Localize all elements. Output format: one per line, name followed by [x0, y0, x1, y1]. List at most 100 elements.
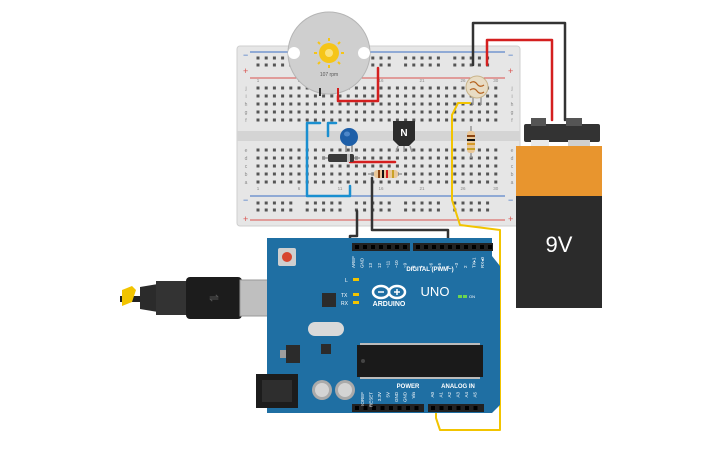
breadboard-hole[interactable]: [428, 102, 432, 106]
breadboard-hole[interactable]: [363, 180, 367, 184]
breadboard-hole[interactable]: [486, 110, 490, 114]
breadboard-hole[interactable]: [256, 86, 260, 90]
rail-hole[interactable]: [313, 208, 317, 212]
rail-hole[interactable]: [256, 201, 260, 205]
rail-hole[interactable]: [379, 208, 383, 212]
rail-hole[interactable]: [289, 201, 293, 205]
header-hole[interactable]: [403, 245, 407, 249]
breadboard-hole[interactable]: [330, 118, 334, 122]
breadboard-hole[interactable]: [330, 94, 334, 98]
breadboard-hole[interactable]: [272, 148, 276, 152]
breadboard-hole[interactable]: [420, 156, 424, 160]
breadboard-hole[interactable]: [256, 102, 260, 106]
breadboard-hole[interactable]: [461, 164, 465, 168]
breadboard-hole[interactable]: [371, 102, 375, 106]
breadboard-hole[interactable]: [272, 86, 276, 90]
breadboard-hole[interactable]: [281, 110, 285, 114]
rail-hole[interactable]: [428, 63, 432, 67]
wire-black-battery[interactable]: [471, 21, 567, 122]
breadboard-hole[interactable]: [354, 118, 358, 122]
breadboard-hole[interactable]: [371, 148, 375, 152]
rail-hole[interactable]: [469, 56, 473, 60]
rail-hole[interactable]: [420, 63, 424, 67]
breadboard-hole[interactable]: [420, 110, 424, 114]
resistor-horizontal[interactable]: [368, 170, 402, 178]
breadboard-hole[interactable]: [453, 94, 457, 98]
breadboard-hole[interactable]: [346, 148, 350, 152]
breadboard-hole[interactable]: [387, 94, 391, 98]
breadboard-hole[interactable]: [354, 94, 358, 98]
breadboard-hole[interactable]: [445, 180, 449, 184]
breadboard-hole[interactable]: [272, 94, 276, 98]
breadboard-hole[interactable]: [354, 148, 358, 152]
breadboard-hole[interactable]: [420, 102, 424, 106]
breadboard-hole[interactable]: [363, 118, 367, 122]
diode[interactable]: [322, 154, 360, 162]
breadboard-hole[interactable]: [453, 148, 457, 152]
breadboard-hole[interactable]: [453, 86, 457, 90]
breadboard-hole[interactable]: [445, 118, 449, 122]
breadboard-hole[interactable]: [338, 164, 342, 168]
breadboard-hole[interactable]: [346, 102, 350, 106]
breadboard-hole[interactable]: [272, 172, 276, 176]
header-hole[interactable]: [416, 245, 420, 249]
breadboard-hole[interactable]: [371, 110, 375, 114]
breadboard-hole[interactable]: [387, 86, 391, 90]
header-hole[interactable]: [480, 245, 484, 249]
breadboard-hole[interactable]: [395, 180, 399, 184]
rail-hole[interactable]: [461, 201, 465, 205]
breadboard-hole[interactable]: [379, 180, 383, 184]
rail-hole[interactable]: [338, 201, 342, 205]
breadboard-hole[interactable]: [289, 86, 293, 90]
rail-hole[interactable]: [281, 208, 285, 212]
breadboard-hole[interactable]: [297, 148, 301, 152]
breadboard-hole[interactable]: [379, 148, 383, 152]
rail-hole[interactable]: [281, 56, 285, 60]
breadboard-hole[interactable]: [346, 110, 350, 114]
breadboard-hole[interactable]: [494, 102, 498, 106]
breadboard-hole[interactable]: [322, 102, 326, 106]
breadboard-hole[interactable]: [264, 94, 268, 98]
breadboard-hole[interactable]: [494, 156, 498, 160]
breadboard-hole[interactable]: [264, 110, 268, 114]
breadboard-hole[interactable]: [338, 148, 342, 152]
rail-hole[interactable]: [469, 63, 473, 67]
breadboard-hole[interactable]: [445, 110, 449, 114]
rail-hole[interactable]: [387, 63, 391, 67]
rail-hole[interactable]: [453, 56, 457, 60]
header-hole[interactable]: [406, 406, 410, 410]
wire-blue-short[interactable]: [326, 121, 338, 138]
rail-hole[interactable]: [436, 63, 440, 67]
breadboard-hole[interactable]: [313, 164, 317, 168]
breadboard-hole[interactable]: [469, 110, 473, 114]
rail-hole[interactable]: [264, 201, 268, 205]
battery-9v[interactable]: + − 9V: [516, 118, 602, 308]
breadboard-hole[interactable]: [338, 110, 342, 114]
breadboard-hole[interactable]: [272, 102, 276, 106]
breadboard-hole[interactable]: [469, 118, 473, 122]
wire-red-motor[interactable]: [336, 66, 380, 103]
rail-hole[interactable]: [264, 63, 268, 67]
breadboard-hole[interactable]: [395, 86, 399, 90]
breadboard-hole[interactable]: [436, 110, 440, 114]
breadboard-hole[interactable]: [486, 172, 490, 176]
breadboard-hole[interactable]: [272, 110, 276, 114]
breadboard-hole[interactable]: [453, 156, 457, 160]
breadboard-hole[interactable]: [387, 180, 391, 184]
header-hole[interactable]: [355, 406, 359, 410]
breadboard-hole[interactable]: [395, 164, 399, 168]
breadboard-hole[interactable]: [272, 156, 276, 160]
breadboard-hole[interactable]: [445, 172, 449, 176]
breadboard-hole[interactable]: [322, 164, 326, 168]
breadboard-hole[interactable]: [313, 118, 317, 122]
breadboard-hole[interactable]: [363, 94, 367, 98]
breadboard-hole[interactable]: [379, 118, 383, 122]
breadboard-hole[interactable]: [412, 164, 416, 168]
breadboard-hole[interactable]: [494, 164, 498, 168]
breadboard-hole[interactable]: [338, 180, 342, 184]
breadboard-hole[interactable]: [404, 94, 408, 98]
breadboard-hole[interactable]: [289, 102, 293, 106]
rail-hole[interactable]: [363, 208, 367, 212]
breadboard-hole[interactable]: [436, 156, 440, 160]
breadboard-hole[interactable]: [453, 164, 457, 168]
